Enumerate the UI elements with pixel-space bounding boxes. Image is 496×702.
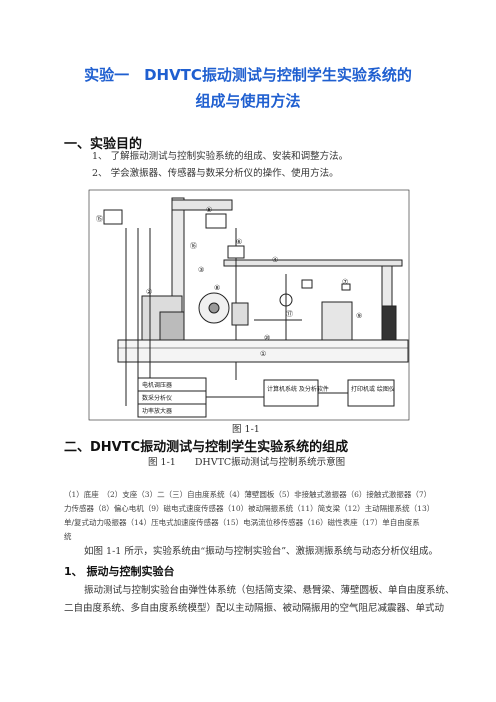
legend-line-3: 单/复式动力吸振器（14）压电式加速度传感器（15）电涡流位移传感器（16）磁性… bbox=[64, 518, 420, 527]
box-printer-label: 打印机或 绘图仪 bbox=[351, 385, 395, 393]
marker-15: ⑮ bbox=[96, 215, 103, 223]
legend-line-1: （1）底座 （2）支座（3）二（三）自由度系统（4）薄壁圆板（5）非接触式激振器… bbox=[64, 490, 432, 499]
section-heading-objectives: 一、实验目的 bbox=[64, 137, 143, 152]
marker-2: ② bbox=[146, 288, 152, 296]
marker-9: ⑨ bbox=[356, 312, 362, 320]
paragraph-2-line-1: 振动测试与控制实验台由弹性体系统（包括简支梁、悬臂梁、薄壁圆板、单自由度系统、 bbox=[84, 585, 455, 596]
paragraph-1: 如图 1-1 所示，实验系统由“振动与控制实验台”、激振测振系统与动态分析仪组成… bbox=[84, 546, 439, 557]
marker-17: ⑰ bbox=[286, 310, 293, 318]
marker-3: ③ bbox=[198, 266, 204, 274]
paragraph-2-line-2: 二自由度系统、多自由度系统模型）配以主动隔振、被动隔振用的空气阻尼减震器、单式动 bbox=[64, 603, 445, 614]
box-motor-label: 电机调压器 bbox=[142, 381, 172, 389]
box-power-label: 功率放大器 bbox=[142, 407, 172, 415]
figure-title: 图 1-1 DHVTC振动测试与控制系统示意图 bbox=[148, 457, 346, 468]
document-title-line1: 实验一 DHVTC振动测试与控制学生实验系统的 bbox=[84, 66, 412, 84]
legend-block: （1）底座 （2）支座（3）二（三）自由度系统（4）薄壁圆板（5）非接触式激振器… bbox=[64, 488, 444, 544]
marker-16: ⑯ bbox=[190, 242, 197, 250]
marker-4: ④ bbox=[272, 256, 278, 264]
marker-7: ⑦ bbox=[342, 278, 348, 286]
system-schematic-figure: ⑮ ⑤ ⑯ ⑥ ④ ③ ② ⑧ ⑰ ⑩ ⑦ ⑨ ① 电机调压器 数采分析仪 功率… bbox=[88, 189, 410, 421]
figure-caption: 图 1-1 bbox=[232, 424, 260, 435]
objective-item-2: 2、 学会激振器、传感器与数采分析仪的操作、使用方法。 bbox=[92, 168, 339, 179]
objective-item-1: 1、 了解振动测试与控制实验系统的组成、安装和调整方法。 bbox=[92, 151, 349, 162]
marker-8: ⑧ bbox=[214, 284, 220, 292]
legend-line-2: 力传感器（8）偏心电机（9）磁电式速度传感器（10）被动隔振系统（11）简支梁（… bbox=[64, 504, 435, 513]
box-software-label: 计算机系统 及分析软件 bbox=[267, 385, 329, 393]
marker-6: ⑥ bbox=[236, 238, 242, 246]
document-title-line2: 组成与使用方法 bbox=[195, 92, 301, 110]
section-heading-composition: 二、DHVTC振动测试与控制学生实验系统的组成 bbox=[64, 440, 349, 455]
legend-line-4: 统 bbox=[64, 532, 72, 541]
marker-10: ⑩ bbox=[264, 334, 270, 342]
box-daq-label: 数采分析仪 bbox=[142, 394, 172, 402]
section-heading-testbed: 1、 振动与控制实验台 bbox=[64, 565, 175, 578]
marker-5: ⑤ bbox=[206, 206, 212, 214]
marker-1: ① bbox=[260, 350, 266, 358]
